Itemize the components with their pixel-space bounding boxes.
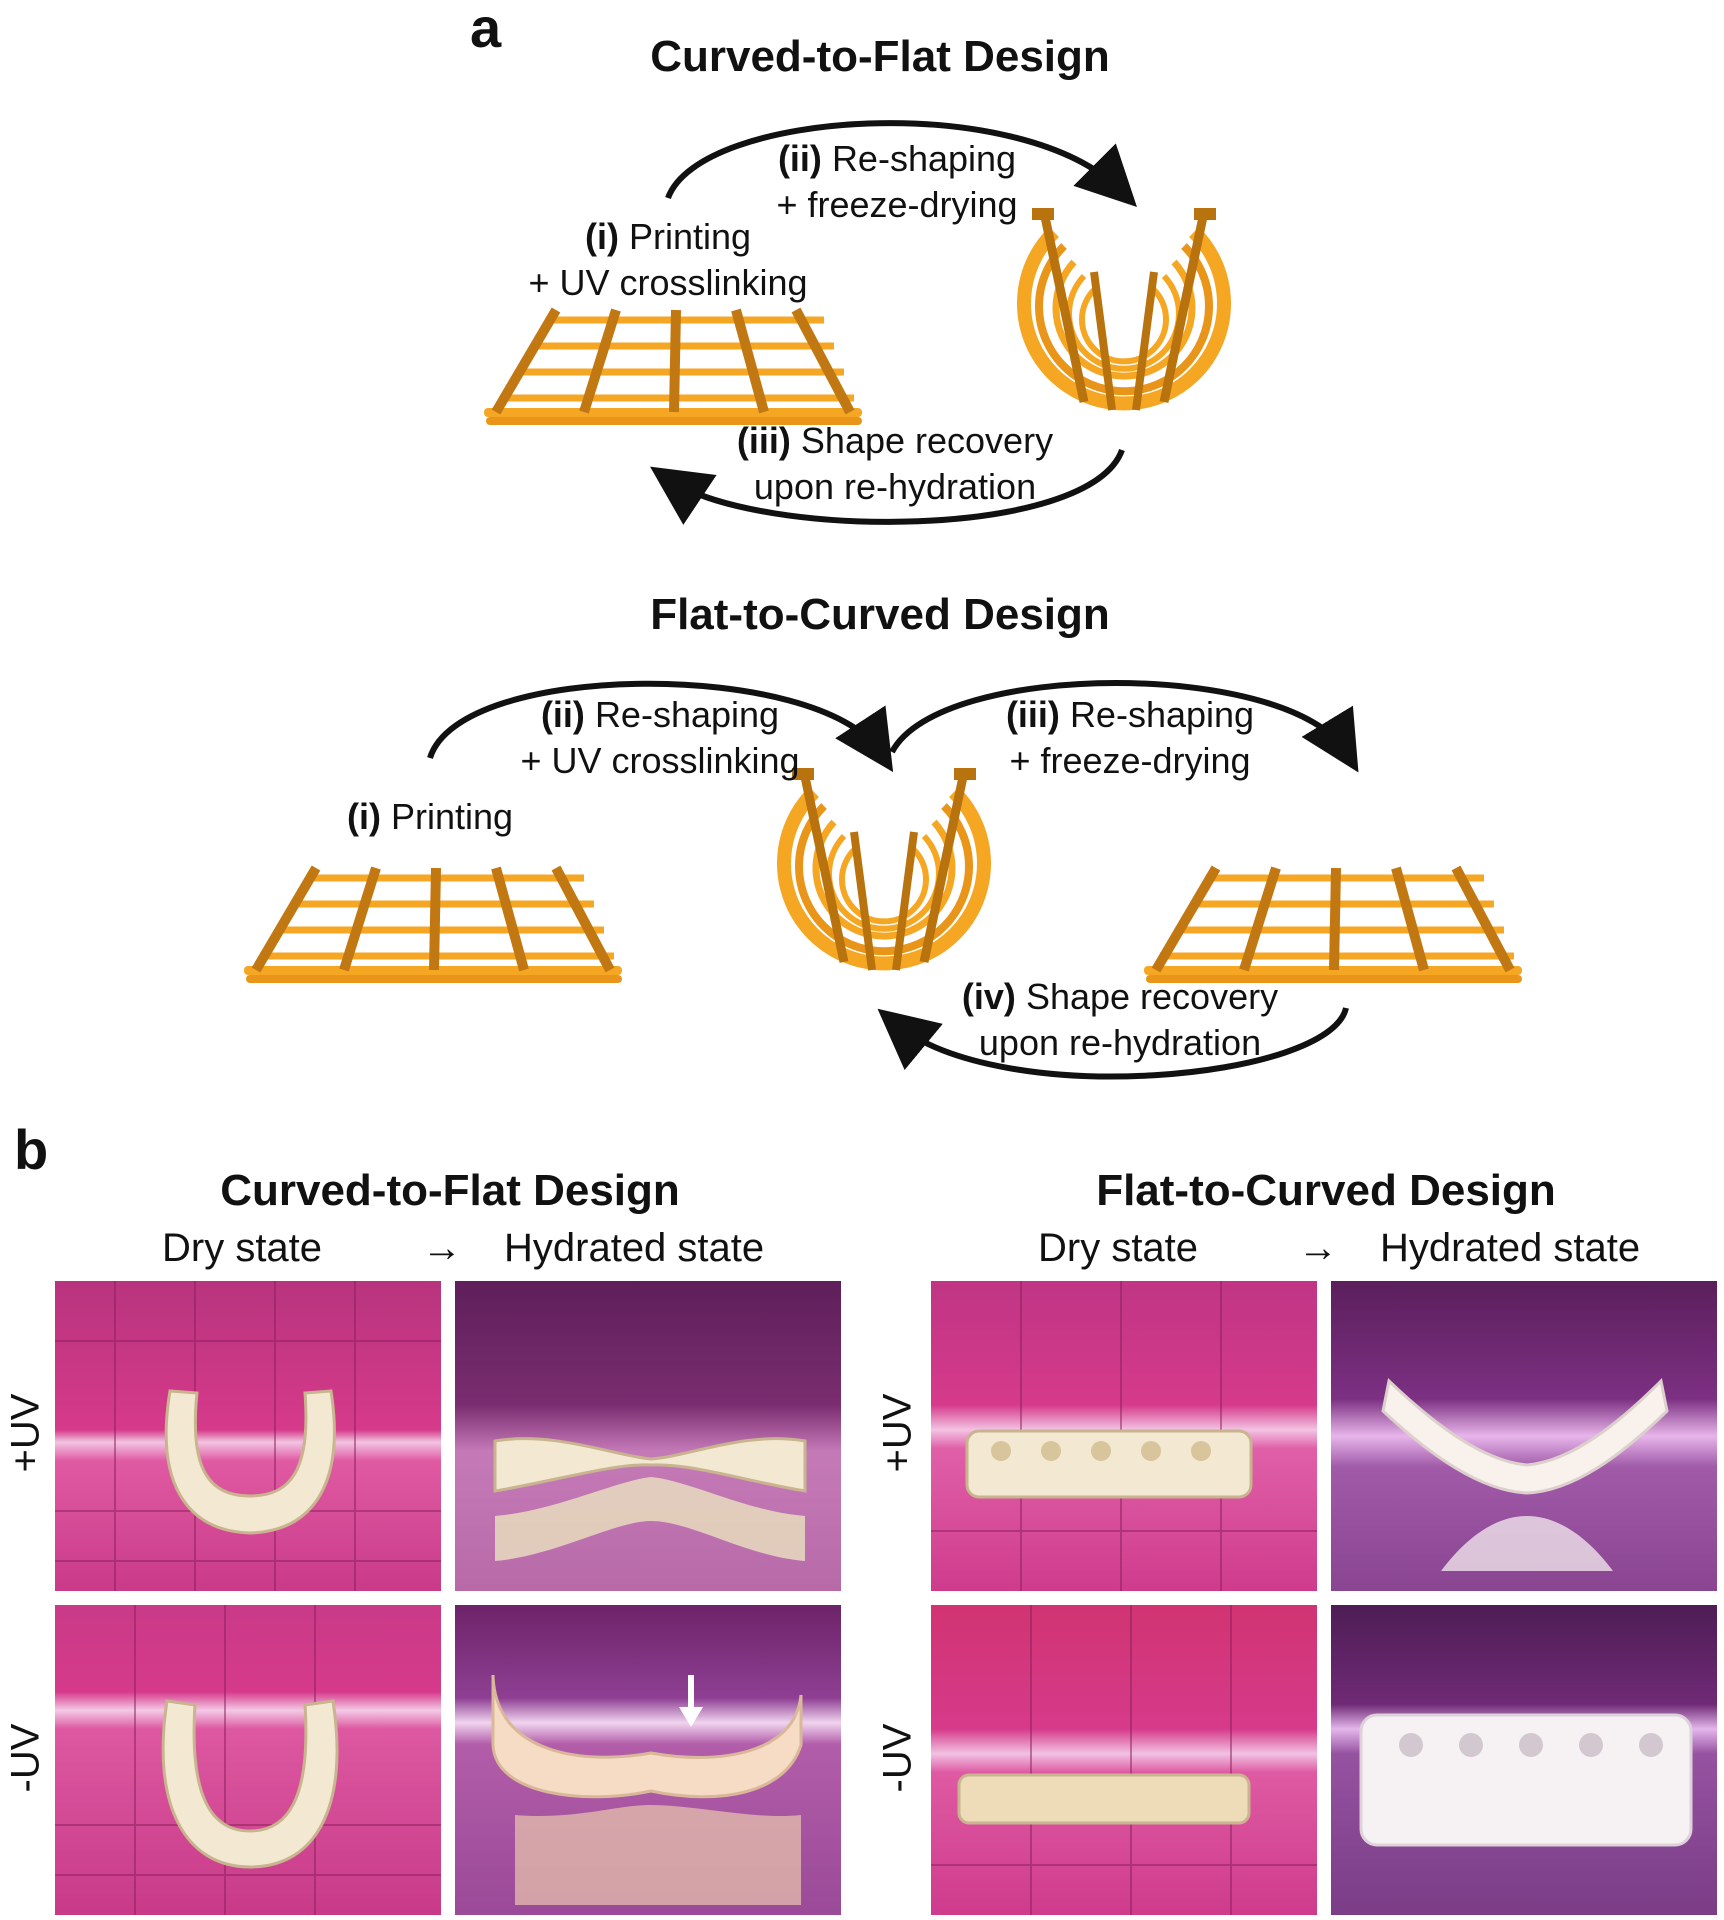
b-right-col-dry: Dry state <box>1038 1226 1199 1270</box>
photo-ftc-minusuv-dry <box>930 1604 1318 1916</box>
b-left-row-plus-uv: +UV <box>3 1393 48 1473</box>
b-right-row-plus-uv: +UV <box>875 1393 920 1473</box>
photo-ftc-minusuv-hydrated <box>1330 1604 1718 1916</box>
ftc-step-ii: (ii) Re-shaping + UV crosslinking <box>520 694 800 781</box>
b-left-col-dry: Dry state <box>162 1226 323 1270</box>
photo-ctf-minusuv-dry <box>54 1604 442 1916</box>
ftc-step-iv: (iv) Shape recovery upon re-hydration <box>961 976 1279 1063</box>
ftc-flat-scaffold-left <box>244 866 626 983</box>
photo-ftc-plusuv-hydrated <box>1330 1280 1718 1592</box>
b-right-col-hydrated: Hydrated state <box>1380 1226 1641 1270</box>
ctf-flat-scaffold <box>484 308 866 425</box>
b-left-col-hydrated: Hydrated state <box>504 1226 765 1270</box>
ftc-step-iii: (iii) Re-shaping + freeze-drying <box>1005 694 1255 781</box>
b-left-row-minus-uv: -UV <box>3 1723 48 1793</box>
white-arrow-icon <box>679 1707 703 1727</box>
b-right-col-arrow: → <box>1298 1226 1338 1270</box>
arrow-ctf-recovery <box>650 448 1125 525</box>
arrow-ftc-reshaping-uv <box>427 680 894 773</box>
ctf-step-iii: (iii) Shape recovery upon re-hydration <box>736 420 1054 507</box>
b-right-row-minus-uv: -UV <box>875 1723 920 1793</box>
photo-ctf-plusuv-hydrated <box>454 1280 842 1592</box>
ctf-step-ii: (ii) Re-shaping + freeze-drying <box>776 138 1018 225</box>
arrow-ftc-reshaping-freeze <box>889 680 1359 773</box>
b-left-col-arrow: → <box>422 1226 462 1270</box>
photo-ctf-plusuv-dry <box>54 1280 442 1592</box>
ctf-step-i: (i) Printing + UV crosslinking <box>528 216 808 303</box>
ftc-curved-scaffold <box>784 768 984 970</box>
ftc-flat-scaffold-right <box>1144 866 1526 983</box>
arrow-ftc-recovery <box>877 1007 1349 1080</box>
photo-ftc-plusuv-dry <box>930 1280 1318 1592</box>
arrow-ctf-reshaping <box>665 120 1137 207</box>
panel-a-letter: a <box>470 0 502 59</box>
ctf-curved-scaffold <box>1024 208 1224 410</box>
b-right-title: Flat-to-Curved Design <box>1096 1166 1556 1215</box>
b-left-title: Curved-to-Flat Design <box>220 1166 680 1215</box>
curved-to-flat-title: Curved-to-Flat Design <box>650 32 1110 81</box>
panel-b-letter: b <box>14 1118 49 1181</box>
ftc-step-i: (i) Printing <box>346 796 514 837</box>
flat-to-curved-title: Flat-to-Curved Design <box>650 590 1110 639</box>
photo-ctf-minusuv-hydrated <box>454 1604 842 1916</box>
